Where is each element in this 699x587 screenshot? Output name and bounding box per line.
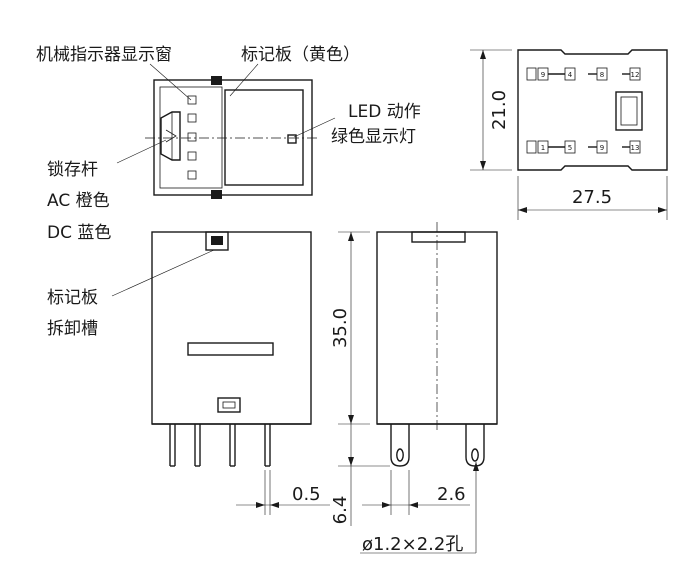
labels: 机械指示器显示窗 标记板（黄色） LED 动作 绿色显示灯 锁存杆 AC 橙色 … bbox=[36, 45, 421, 339]
label-marker-slot-line2: 拆卸槽 bbox=[47, 319, 98, 339]
leader-led bbox=[293, 117, 336, 138]
front-view bbox=[151, 231, 330, 515]
side-pin-left-hole bbox=[396, 448, 404, 462]
leader-marker-slot bbox=[111, 249, 215, 297]
dim-height-small: 21.0 bbox=[489, 90, 510, 130]
arrowhead bbox=[480, 161, 486, 170]
arrowhead bbox=[473, 462, 479, 471]
top-view bbox=[145, 76, 320, 199]
top-view-inner-frame bbox=[159, 86, 223, 189]
pin-number: 9 bbox=[541, 71, 545, 79]
terminal bbox=[526, 140, 537, 154]
bottom-latch-tab bbox=[211, 190, 222, 199]
dim-height-main: 35.0 bbox=[330, 308, 351, 348]
pin-number: 5 bbox=[568, 144, 572, 152]
bottom-view-outline bbox=[517, 49, 668, 171]
pin-number: 13 bbox=[631, 144, 640, 152]
indicator-window-square bbox=[187, 151, 197, 161]
leader-lines bbox=[111, 63, 336, 297]
indicator-window-square bbox=[187, 95, 197, 105]
dimension-text: 21.0 27.5 35.0 0.5 6.4 2.6 ø1.2×2.2孔 bbox=[292, 90, 612, 555]
label-led-line1: LED 动作 bbox=[348, 102, 421, 122]
arrowhead bbox=[480, 50, 486, 59]
label-lock-lever: 锁存杆 bbox=[47, 160, 98, 180]
bottom-latch-inner bbox=[222, 401, 236, 409]
indicator-window-square bbox=[187, 132, 197, 142]
arrowhead bbox=[658, 207, 667, 213]
leader-indicator-window bbox=[149, 63, 192, 101]
bottom-latch bbox=[217, 397, 241, 413]
lock-lever-arrow bbox=[165, 129, 177, 143]
pin-number: 8 bbox=[600, 71, 604, 79]
pin-number: 4 bbox=[568, 71, 573, 79]
label-marker-plate: 标记板（黄色） bbox=[241, 45, 360, 65]
label-ac-color: AC 橙色 bbox=[47, 191, 110, 211]
top-view-marker-plate bbox=[224, 89, 304, 186]
pin-number: 12 bbox=[631, 71, 640, 79]
label-led-line2: 绿色显示灯 bbox=[331, 127, 416, 147]
coil-terminal bbox=[615, 91, 643, 131]
side-pin-right-hole bbox=[471, 448, 479, 462]
arrowhead bbox=[409, 502, 418, 508]
leader-lock-lever bbox=[116, 139, 167, 164]
front-view-slot bbox=[187, 342, 274, 356]
top-latch-tab bbox=[211, 76, 222, 85]
coil-terminal-inner bbox=[620, 96, 638, 126]
front-view-housing bbox=[151, 231, 312, 425]
bottom-view: 4 8 12 9 1 5 9 13 bbox=[470, 49, 668, 220]
pin-number: 1 bbox=[541, 144, 545, 152]
dim-pin-pitch: 2.6 bbox=[437, 484, 466, 505]
side-pin-left bbox=[390, 424, 410, 467]
arrowhead bbox=[348, 232, 354, 241]
side-view-top-tab bbox=[411, 231, 466, 243]
pin-number: 9 bbox=[600, 144, 604, 152]
label-dc-color: DC 蓝色 bbox=[47, 223, 111, 243]
dim-pin-length: 6.4 bbox=[330, 496, 351, 525]
label-marker-slot-line1: 标记板 bbox=[47, 288, 98, 308]
arrowhead bbox=[348, 415, 354, 424]
dim-width-small: 27.5 bbox=[572, 187, 612, 208]
dim-pin-offset: 0.5 bbox=[292, 484, 321, 505]
indicator-window-square bbox=[187, 113, 197, 123]
arrowhead bbox=[382, 502, 391, 508]
indicator-window-square bbox=[187, 170, 197, 180]
arrowhead bbox=[348, 457, 354, 466]
leader-marker-plate bbox=[229, 63, 259, 97]
arrowhead bbox=[518, 207, 527, 213]
arrowhead bbox=[256, 502, 265, 508]
led-indicator bbox=[287, 134, 297, 144]
label-indicator-window: 机械指示器显示窗 bbox=[36, 45, 172, 65]
marker-slot-tab-fill bbox=[211, 236, 223, 245]
arrowhead bbox=[270, 502, 279, 508]
side-view bbox=[338, 222, 498, 554]
terminal bbox=[526, 67, 537, 81]
dim-hole: ø1.2×2.2孔 bbox=[362, 534, 463, 555]
side-pin-right bbox=[465, 424, 485, 467]
